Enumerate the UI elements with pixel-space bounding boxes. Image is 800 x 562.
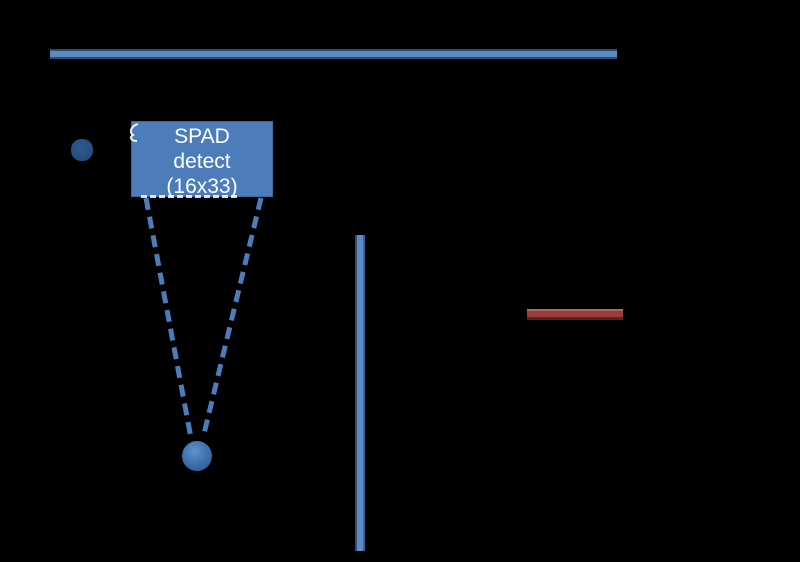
sketch-squiggle [129,123,139,142]
spad-box-label-line3: (16x33) [166,175,238,198]
top-horizontal-line [50,49,617,59]
spad-detector-box: SPAD detect (16x33) [131,121,273,198]
sketch-underline [141,195,237,198]
small-blue-dot [71,139,93,161]
vertical-line [355,235,365,551]
spad-box-label-line1: SPAD [174,125,230,148]
cone-right-dashed-line [200,197,264,439]
cone-left-dashed-line [143,197,194,439]
spad-box-label-line2: detect [173,150,231,173]
focal-point-dot [182,441,212,471]
red-line-segment [527,309,623,320]
